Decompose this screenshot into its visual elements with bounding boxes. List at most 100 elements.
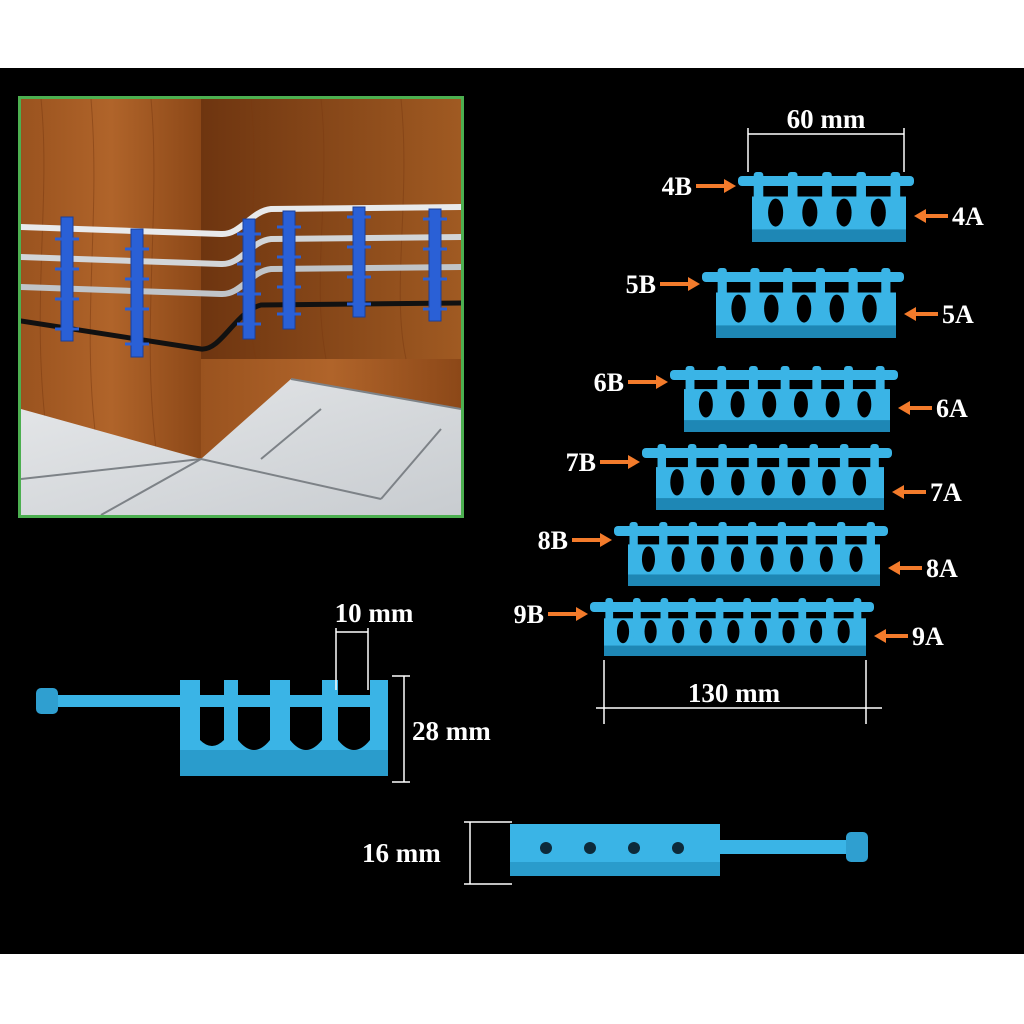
clip-slot: [644, 620, 657, 644]
clip-finger: [787, 172, 798, 221]
clip-finger: [826, 598, 834, 639]
clip-slot: [829, 294, 844, 323]
clip-slot: [616, 620, 630, 644]
label-b: 6B: [594, 368, 624, 397]
clip-slot: [790, 546, 804, 572]
clip-slot: [870, 198, 886, 227]
clip-finger: [822, 172, 832, 221]
clip-slot: [762, 391, 777, 418]
clip-finger: [715, 598, 724, 639]
clip-slot: [822, 469, 836, 496]
clip-base: [604, 645, 866, 656]
wood-wall-left: [21, 99, 201, 459]
label-a: 6A: [936, 394, 968, 423]
clip-finger: [798, 598, 807, 639]
mounted-clip: [428, 208, 442, 322]
bottom-view-clip: [510, 824, 868, 876]
arrow-b-head: [600, 533, 612, 547]
clip-slot: [782, 620, 795, 644]
clip-4: 4B 4A: [662, 172, 984, 242]
clip-slot: [754, 620, 767, 644]
clip-slot: [764, 294, 779, 323]
clip-slot: [837, 620, 850, 644]
clip-finger: [870, 444, 879, 491]
clip-finger: [718, 444, 727, 491]
clip-finger: [718, 522, 727, 567]
label-b: 7B: [566, 448, 596, 477]
clip-slot: [699, 620, 712, 644]
clip-slot: [700, 469, 715, 496]
clip-slot: [862, 294, 877, 323]
depth-label: 16 mm: [362, 838, 441, 868]
clip-finger: [779, 444, 788, 491]
clip-finger: [750, 268, 760, 317]
clip-finger: [748, 444, 758, 491]
wall-corner-illustration: [21, 99, 461, 515]
clip-finger: [815, 268, 825, 317]
clip-slot: [793, 391, 808, 418]
label-a: 4A: [952, 202, 984, 231]
width-60-dimension: [747, 128, 905, 172]
label-b: 8B: [538, 526, 568, 555]
clip-slot: [671, 546, 685, 572]
clip-6: 6B 6A: [594, 366, 968, 432]
arrow-b-head: [724, 179, 736, 193]
clip-finger: [743, 598, 751, 639]
clip-finger: [881, 268, 891, 317]
clip-finger: [856, 172, 866, 221]
width-130-label: 130 mm: [688, 678, 781, 708]
clip-slot: [641, 546, 655, 572]
clip-finger: [783, 268, 793, 317]
clip-finger: [890, 172, 901, 221]
clip-7: 7B 7A: [566, 444, 962, 510]
clip-finger: [809, 444, 819, 491]
arrow-b-head: [688, 277, 700, 291]
clip-finger: [717, 268, 727, 317]
clip-finger: [688, 598, 696, 639]
mounted-clip: [60, 216, 74, 342]
clip-base: [752, 229, 906, 242]
arrow-b-head: [576, 607, 588, 621]
clip-finger: [753, 172, 764, 221]
clip-base: [716, 325, 896, 338]
clip-slot: [761, 469, 775, 496]
mounted-clip: [352, 206, 366, 318]
clip-slot: [857, 391, 872, 418]
clip-finger: [777, 522, 787, 567]
clip-slot: [670, 469, 684, 496]
clip-slot: [731, 469, 745, 496]
height-label: 28 mm: [412, 716, 491, 746]
clip-slot: [768, 198, 784, 227]
mounted-clip: [130, 228, 144, 358]
arrow-b-head: [656, 375, 668, 389]
clip-base: [628, 574, 880, 586]
width-60-label: 60 mm: [787, 104, 866, 134]
clip-slot: [727, 620, 740, 644]
slot-width-label: 10 mm: [335, 598, 414, 628]
clip-finger: [812, 366, 822, 413]
clip-finger: [770, 598, 779, 639]
clip-finger: [837, 522, 846, 567]
clip-finger: [875, 366, 885, 413]
clip-finger: [839, 444, 849, 491]
clip-finger: [629, 522, 638, 567]
clip-finger: [748, 366, 758, 413]
clip-slot: [849, 546, 863, 572]
clip-slot: [791, 469, 806, 496]
black-pipe: [21, 300, 461, 352]
clip-finger: [844, 366, 853, 413]
installation-photo: [18, 96, 464, 518]
mounted-clip: [242, 218, 256, 340]
label-a: 8A: [926, 554, 958, 583]
arrow-b-head: [628, 455, 640, 469]
mounted-clip: [282, 210, 296, 330]
clip-finger: [780, 366, 790, 413]
clip-rod: [702, 272, 904, 282]
label-a: 5A: [942, 300, 974, 329]
label-a: 7A: [930, 478, 962, 507]
label-b: 4B: [662, 172, 692, 201]
clip-slot: [802, 198, 818, 227]
clip-slot: [698, 391, 713, 418]
clip-finger: [660, 598, 669, 639]
